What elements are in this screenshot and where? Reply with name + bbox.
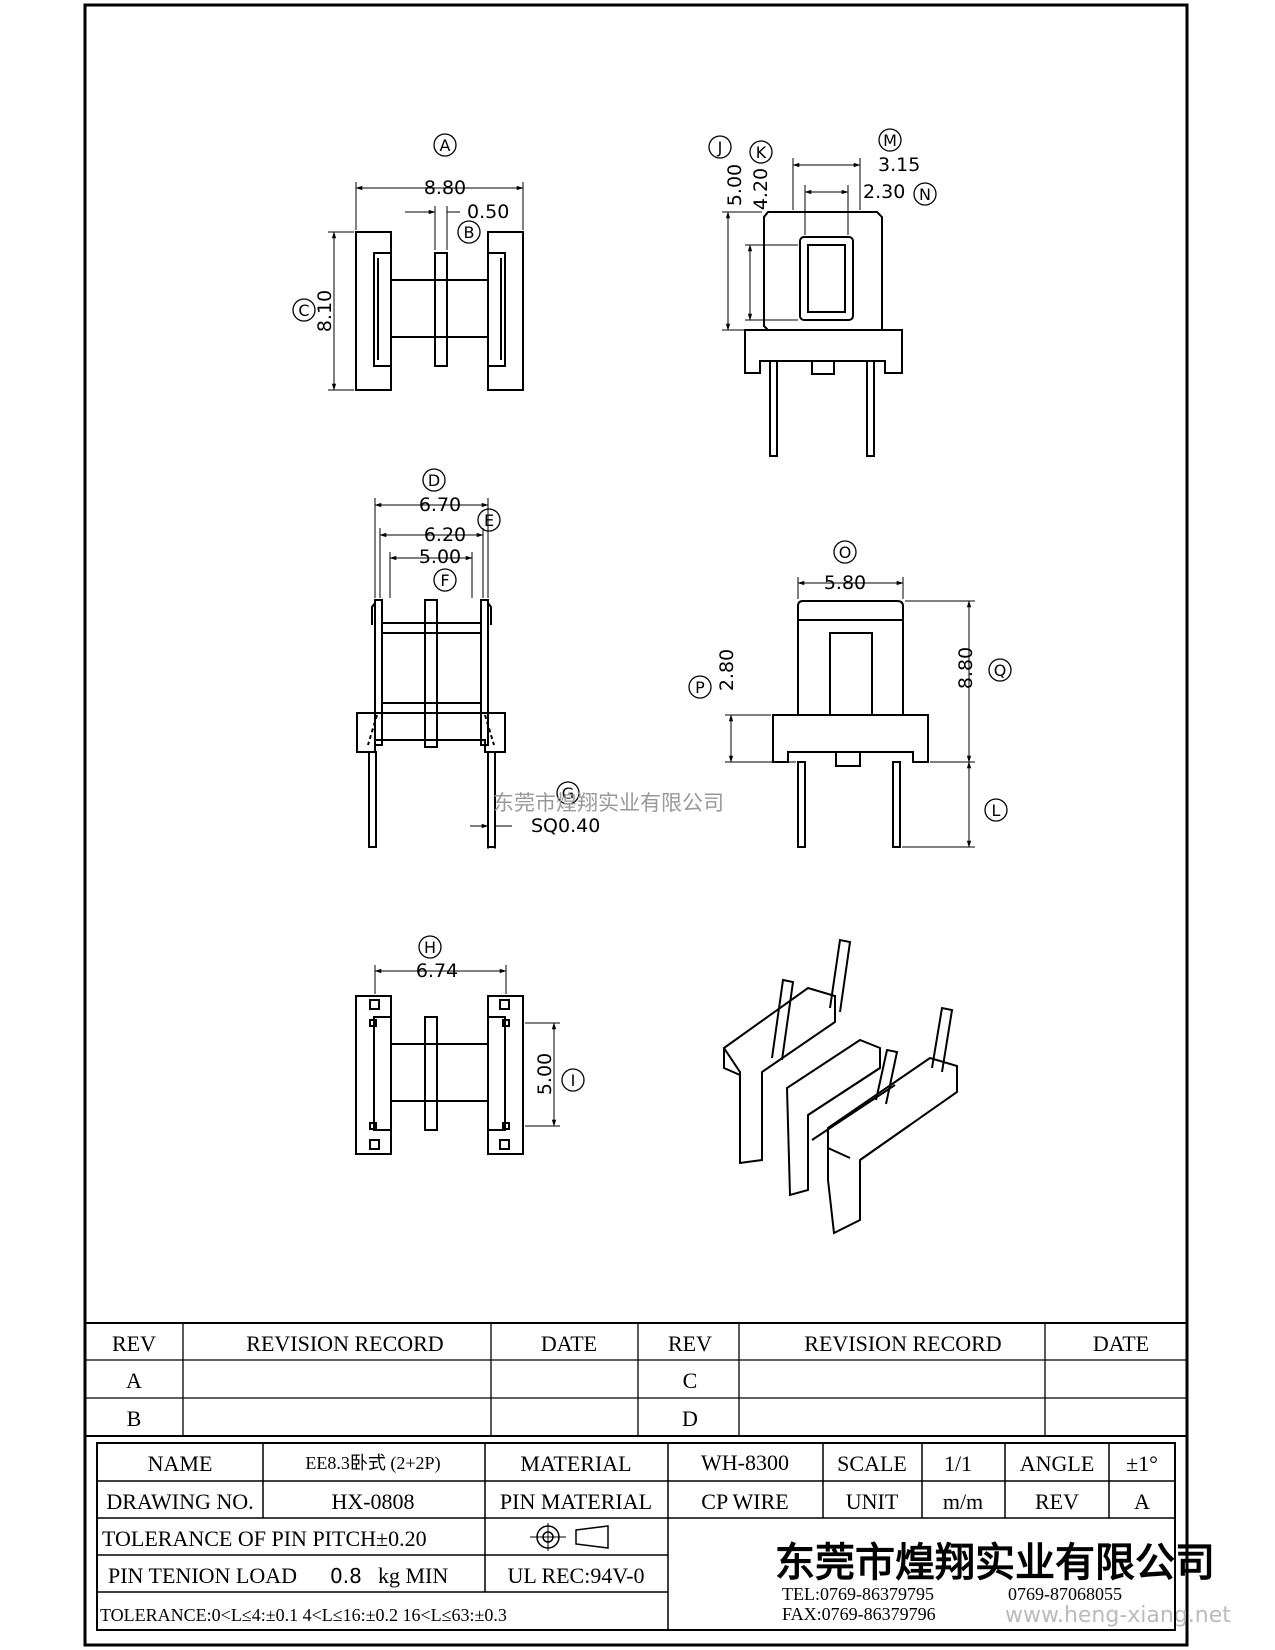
tel-1: TEL:0769-86379795 (782, 1584, 934, 1604)
scale-label: SCALE (837, 1451, 907, 1476)
svg-text:REV: REV (668, 1331, 712, 1356)
rev-label: REV (1035, 1489, 1079, 1514)
pin-material-label: PIN MATERIAL (500, 1489, 652, 1514)
tel-2: 0769-87068055 (1008, 1584, 1122, 1604)
svg-text:J: J (717, 138, 723, 157)
svg-text:G: G (562, 784, 574, 803)
pin-pitch-text: TOLERANCE OF PIN PITCH±0.20 (102, 1526, 427, 1551)
svg-text:N: N (919, 185, 931, 204)
svg-text:D: D (428, 471, 440, 490)
dim-D: 6.70 (419, 494, 461, 516)
unit-value: m/m (943, 1489, 983, 1514)
front-view (356, 599, 506, 848)
svg-text:DATE: DATE (541, 1331, 597, 1356)
svg-text:C: C (683, 1368, 698, 1393)
ul-rating: UL REC:94V-0 (507, 1563, 644, 1588)
svg-text:D: D (682, 1406, 698, 1431)
dim-A: 8.80 (424, 177, 466, 199)
dim-B: 0.50 (467, 201, 509, 223)
end-view (744, 211, 903, 457)
angle-value: ±1° (1126, 1451, 1158, 1476)
svg-text:M: M (883, 131, 897, 150)
side-view (772, 600, 929, 848)
svg-text:REV: REV (112, 1331, 156, 1356)
svg-text:F: F (440, 571, 449, 590)
dim-M: 3.15 (878, 154, 920, 176)
revision-table (84, 1322, 1188, 1437)
fax: FAX:0769-86379796 (782, 1604, 936, 1624)
company-name: 东莞市煌翔实业有限公司 (775, 1539, 1215, 1586)
dim-P: 2.80 (716, 649, 738, 691)
svg-text:B: B (464, 223, 475, 242)
svg-text:REVISION RECORD: REVISION RECORD (804, 1331, 1001, 1356)
angle-label: ANGLE (1020, 1451, 1095, 1476)
dim-H: 6.74 (416, 960, 458, 982)
dim-F: 5.00 (419, 546, 461, 568)
svg-text:O: O (839, 543, 852, 562)
watermark-company: 东莞市煌翔实业有限公司 (493, 791, 724, 815)
watermark-site: www.heng-xiang.net (1005, 1603, 1231, 1628)
dim-C: 8.10 (314, 290, 336, 332)
svg-text:A: A (440, 136, 451, 155)
revision-table-text: REV REVISION RECORD DATE REV REVISION RE… (112, 1331, 1149, 1431)
top-view (355, 231, 524, 391)
svg-text:B: B (127, 1406, 142, 1431)
material-label: MATERIAL (520, 1451, 631, 1476)
dim-O: 5.80 (824, 572, 866, 594)
dimension-texts: 8.80 0.50 8.10 3.15 2.30 5.00 4.20 6.70 … (314, 154, 977, 1095)
drawing-no-value: HX-0808 (331, 1489, 414, 1514)
svg-text:L: L (992, 801, 1001, 820)
dim-N: 2.30 (863, 181, 905, 203)
bottom-view (355, 995, 524, 1155)
dim-E: 6.20 (424, 524, 466, 546)
svg-text:P: P (695, 678, 705, 697)
tension-unit: kg MIN (378, 1563, 448, 1588)
svg-text:H: H (424, 938, 436, 957)
dim-Q: 8.80 (955, 647, 977, 689)
svg-text:I: I (571, 1071, 576, 1090)
svg-text:REVISION RECORD: REVISION RECORD (246, 1331, 443, 1356)
svg-text:Q: Q (994, 661, 1007, 680)
svg-text:A: A (126, 1368, 142, 1393)
tension-value: 0.8 (330, 1564, 362, 1588)
title-block-text: NAME EE8.3卧式 (2+2P) MATERIAL WH-8300 SCA… (100, 1450, 1158, 1625)
company-contact: TEL:0769-86379795 0769-87068055 FAX:0769… (782, 1584, 1122, 1624)
dim-K: 4.20 (750, 168, 772, 210)
svg-text:C: C (298, 301, 309, 320)
dim-G: SQ0.40 (531, 815, 600, 837)
isometric-view (722, 938, 958, 1235)
material-value: WH-8300 (701, 1450, 789, 1475)
sheet-border (83, 3, 1189, 1647)
title-block (96, 1442, 1176, 1631)
svg-text:E: E (484, 511, 494, 530)
unit-label: UNIT (846, 1489, 899, 1514)
svg-text:DATE: DATE (1093, 1331, 1149, 1356)
pin-material-value: CP WIRE (701, 1489, 788, 1514)
rev-value: A (1134, 1489, 1150, 1514)
name-value: EE8.3卧式 (2+2P) (305, 1453, 440, 1474)
dim-J: 5.00 (724, 164, 746, 206)
tension-label: PIN TENION LOAD (108, 1563, 297, 1588)
drawing-no-label: DRAWING NO. (106, 1489, 253, 1514)
circled-labels: A B C D E F G H I J K L M N O P Q (298, 131, 1006, 1090)
dim-I: 5.00 (534, 1053, 556, 1095)
scale-value: 1/1 (944, 1451, 972, 1476)
svg-text:K: K (756, 143, 767, 162)
name-label: NAME (148, 1451, 213, 1476)
tolerance-text: TOLERANCE:0<L≤4:±0.1 4<L≤16:±0.2 16<L≤63… (100, 1605, 507, 1625)
